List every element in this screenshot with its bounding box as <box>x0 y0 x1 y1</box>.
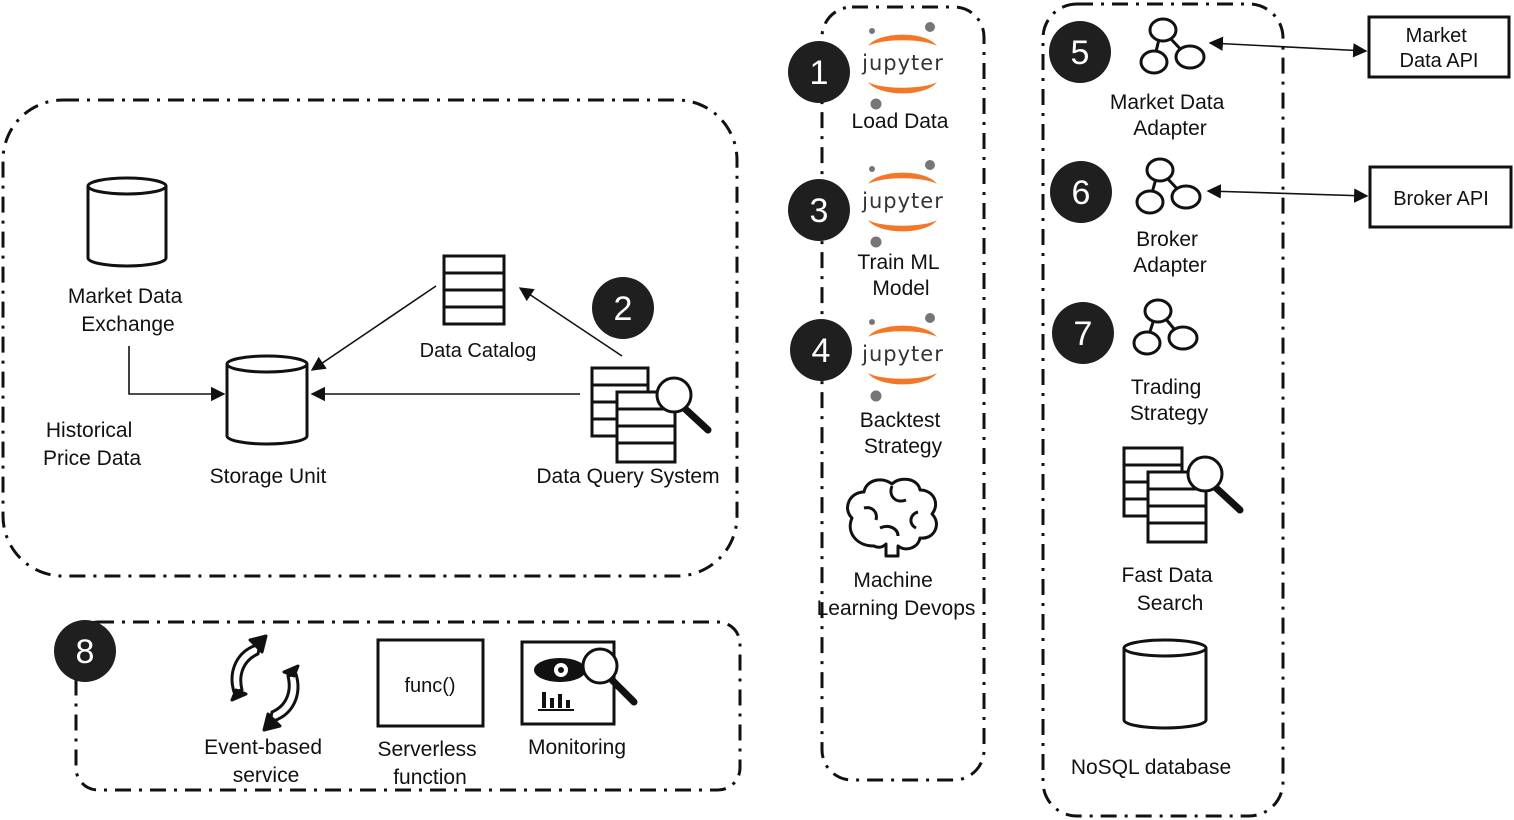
step-badge-8: 8 <box>54 620 116 682</box>
svg-text:6: 6 <box>1072 174 1091 212</box>
fast-data-search-icon <box>1122 446 1244 544</box>
brain-icon <box>846 477 938 558</box>
step-badge-5: 5 <box>1049 21 1111 83</box>
step-badge-1: 1 <box>788 41 850 103</box>
data-catalog-label: Data Catalog <box>420 340 537 362</box>
ml-group-box <box>820 5 986 782</box>
event-cycle-icon <box>230 634 300 732</box>
serverless-function-icon <box>376 638 485 728</box>
catalog-to-storage-arrow <box>310 285 437 371</box>
jupyter-logo-icon: jupyter <box>861 22 944 110</box>
data-query-system-icon <box>590 366 712 464</box>
historical-price-data-label: Historical Price Data <box>43 419 141 470</box>
step-badge-4: 4 <box>790 319 852 381</box>
svg-text:5: 5 <box>1071 34 1090 72</box>
serverless-function-label: Serverless function <box>377 738 482 789</box>
broker-adapter-icon <box>1135 157 1202 215</box>
market-data-adapter-icon <box>1139 17 1206 75</box>
storage-group-box <box>1 98 739 578</box>
event-based-service-label: Event-based service <box>204 736 328 787</box>
nosql-database-label: NoSQL database <box>1071 756 1231 779</box>
step-badge-7: 7 <box>1052 302 1114 364</box>
ml-devops-label: Machine Learning Devops <box>817 569 976 620</box>
trading-strategy-icon <box>1132 298 1199 356</box>
svg-text:jupyter: jupyter <box>861 51 944 75</box>
backtest-strategy-label: Backtest Strategy <box>860 409 946 458</box>
svg-text:jupyter: jupyter <box>861 342 944 366</box>
func-label: func() <box>404 675 455 697</box>
jupyter-logo-icon: jupyter <box>861 313 944 402</box>
load-data-label: Load Data <box>852 110 949 133</box>
query-to-catalog-arrow <box>518 287 623 357</box>
trading-strategy-label: Trading Strategy <box>1130 376 1209 425</box>
trading-group-box <box>1041 2 1285 818</box>
svg-text:4: 4 <box>812 332 831 370</box>
monitoring-icon <box>520 640 638 726</box>
svg-text:2: 2 <box>614 290 633 328</box>
step-badge-3: 3 <box>788 179 850 241</box>
market-data-api-box <box>1367 15 1511 79</box>
storage-unit-label: Storage Unit <box>210 465 327 488</box>
svg-text:8: 8 <box>76 633 95 671</box>
monitoring-label: Monitoring <box>528 736 626 759</box>
market-data-exchange-icon <box>86 176 168 268</box>
storage-unit-icon <box>225 354 309 446</box>
step-badge-6: 6 <box>1050 161 1112 223</box>
svg-text:jupyter: jupyter <box>861 189 944 213</box>
broker-api-box <box>1368 165 1513 229</box>
services-group-box <box>74 620 742 792</box>
jupyter-logo-icon: jupyter <box>861 160 944 248</box>
svg-text:7: 7 <box>1074 315 1093 353</box>
broker-api-link-arrow <box>1206 184 1369 203</box>
market-data-api-label: Market Data API <box>1400 25 1479 72</box>
data-catalog-icon <box>442 254 506 326</box>
train-ml-model-label: Train ML Model <box>857 251 944 300</box>
exchange-to-storage-arrow <box>128 346 226 402</box>
nosql-database-icon <box>1122 638 1208 730</box>
svg-text:1: 1 <box>810 54 829 92</box>
market-data-exchange-label: Market Data Exchange <box>68 285 188 336</box>
svg-text:3: 3 <box>810 192 829 230</box>
market-data-adapter-label: Market Data Adapter <box>1110 91 1230 140</box>
fast-data-search-label: Fast Data Search <box>1122 564 1219 615</box>
step-badge-2: 2 <box>592 277 654 339</box>
market-api-link-arrow <box>1208 36 1368 58</box>
data-query-system-label: Data Query System <box>536 465 719 488</box>
broker-api-label: Broker API <box>1393 188 1489 210</box>
broker-adapter-label: Broker Adapter <box>1133 228 1207 277</box>
